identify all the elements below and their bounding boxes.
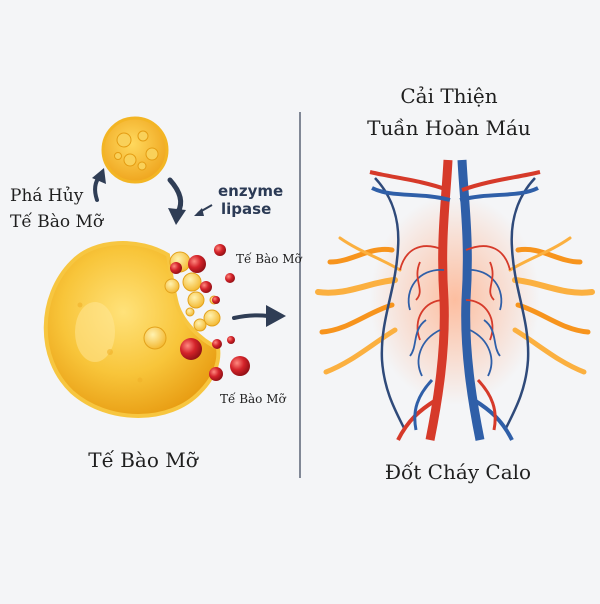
heat-rays [315, 236, 595, 375]
arrow-up-icon [92, 168, 106, 202]
droplet [214, 244, 226, 256]
arrow-right-icon [232, 305, 286, 327]
fat-cell-caption: Tế Bào Mỡ [88, 448, 198, 472]
droplet [225, 273, 235, 283]
droplet [212, 339, 222, 349]
destroy-label-line1: Phá Hủy [10, 186, 84, 206]
enzyme-label-line2: lipase [221, 200, 272, 218]
small-fat-cell [101, 116, 169, 184]
droplet [212, 296, 220, 304]
arrow-down-icon [167, 177, 186, 225]
droplet [209, 367, 223, 381]
droplet-label-top: Tế Bào Mỡ [236, 252, 302, 266]
droplet [180, 338, 202, 360]
droplet-label-bottom: Tế Bào Mỡ [220, 392, 286, 406]
fat-droplets [170, 244, 250, 381]
circulation-title-line1: Cải Thiện [400, 84, 498, 108]
enzyme-label-line1: enzyme [218, 182, 284, 200]
droplet [200, 281, 212, 293]
droplet [230, 356, 250, 376]
burn-calories-caption: Đốt Cháy Calo [384, 460, 532, 484]
torso-circulation [315, 159, 595, 441]
large-fat-cell [43, 241, 221, 418]
droplet [170, 262, 182, 274]
enzyme-pointer-icon [194, 204, 213, 216]
destroy-label-line2: Tế Bào Mỡ [10, 212, 104, 232]
droplet [227, 336, 235, 344]
droplet [188, 255, 206, 273]
circulation-title-line2: Tuần Hoàn Máu [367, 116, 531, 140]
